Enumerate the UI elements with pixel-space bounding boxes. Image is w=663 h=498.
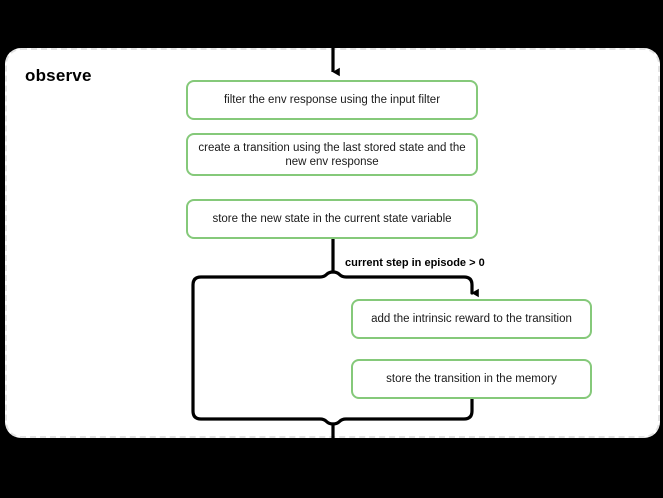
condition-label-current-step: current step in episode > 0 <box>345 257 485 269</box>
node-filter-env-response[interactable]: filter the env response using the input … <box>186 80 478 120</box>
group-title: observe <box>25 66 92 85</box>
node-label: add the intrinsic reward to the transiti… <box>371 313 572 325</box>
node-label: create a transition using the last store… <box>198 141 466 168</box>
node-store-transition[interactable]: store the transition in the memory <box>351 359 592 399</box>
node-create-transition[interactable]: create a transition using the last store… <box>186 133 478 176</box>
node-label: store the new state in the current state… <box>212 213 452 225</box>
node-add-intrinsic-reward[interactable]: add the intrinsic reward to the transiti… <box>351 299 592 339</box>
node-store-new-state[interactable]: store the new state in the current state… <box>186 199 478 239</box>
node-label: filter the env response using the input … <box>223 94 441 106</box>
node-label: store the transition in the memory <box>386 373 557 385</box>
